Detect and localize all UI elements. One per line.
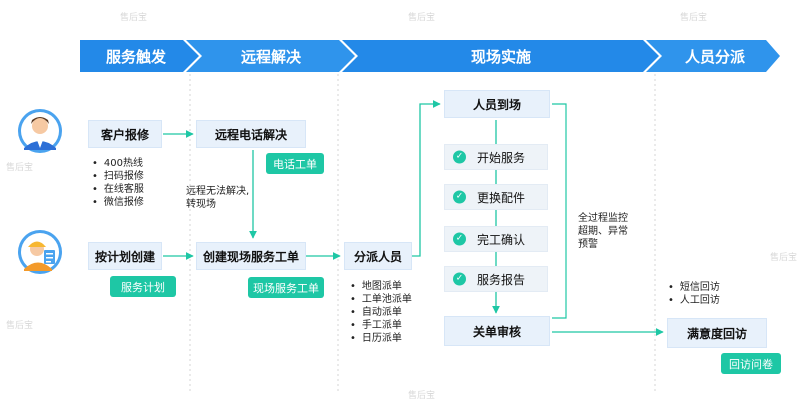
arrow-dispatch-to-arrive [412,100,441,257]
remote-phone-box: 远程电话解决 [196,120,306,148]
dispatch-staff-box: 分派人员 [344,242,412,270]
service-plan-tag: 服务计划 [110,276,176,297]
monitor-note: 全过程监控 超期、异常 预警 [578,213,628,250]
create-onsite-order-box: 创建现场服务工单 [196,242,306,270]
customer-avatar [18,109,62,153]
list-item: 日历派单 [350,332,412,345]
phase-chevron-4 [646,40,780,72]
onsite-order-tag: 现场服务工单 [248,277,324,298]
watermark: 售后宝 [408,391,436,401]
remote-fail-note: 远程无法解决, 转现场 [186,186,250,210]
check-icon: ✓ [453,150,466,164]
watermark: 售后宝 [6,321,34,331]
dispatch-method-list: 地图派单 工单池派单 自动派单 手工派单 日历派单 [350,280,412,345]
phase-remote-resolve: 远程解决 [240,47,301,66]
list-item: 短信回访 [668,281,720,294]
satisfaction-revisit-box: 满意度回访 [667,318,767,348]
list-item: 人工回访 [668,294,720,307]
phase-onsite-implement: 现场实施 [470,47,531,66]
close-audit-box: 关单审核 [444,316,550,346]
customer-report-box: 客户报修 [88,120,162,148]
service-report-box: ✓服务报告 [444,266,548,292]
revisit-method-list: 短信回访 人工回访 [668,281,720,307]
watermark: 售后宝 [120,13,148,23]
watermark: 售后宝 [680,13,708,23]
phase-service-trigger: 服务触发 [105,47,166,66]
plan-create-box: 按计划创建 [88,242,162,270]
list-item: 微信报修 [92,196,144,209]
list-item: 工单池派单 [350,293,412,306]
phase-chevron-1 [80,40,199,72]
monitor-bracket [552,103,567,319]
staff-arrive-box: 人员到场 [444,90,550,118]
complete-confirm-box: ✓完工确认 [444,226,548,252]
check-icon: ✓ [453,232,466,246]
worker-avatar [18,230,62,274]
phase-staff-assign: 人员分派 [684,47,745,66]
watermark: 售后宝 [408,13,436,23]
phase-chevron-3 [342,40,659,72]
list-item: 400热线 [92,157,144,170]
list-item: 扫码报修 [92,170,144,183]
list-item: 手工派单 [350,319,412,332]
report-channel-list: 400热线 扫码报修 在线客服 微信报修 [92,157,144,209]
phase-chevron-2 [186,40,355,72]
list-item: 自动派单 [350,306,412,319]
phone-order-tag: 电话工单 [266,153,324,174]
check-icon: ✓ [453,190,466,204]
list-item: 地图派单 [350,280,412,293]
list-item: 在线客服 [92,183,144,196]
watermark: 售后宝 [6,163,34,173]
check-icon: ✓ [453,272,466,286]
replace-parts-box: ✓更换配件 [444,184,548,210]
start-service-box: ✓开始服务 [444,144,548,170]
survey-tag: 回访问卷 [721,353,781,374]
watermark: 售后宝 [770,253,798,263]
